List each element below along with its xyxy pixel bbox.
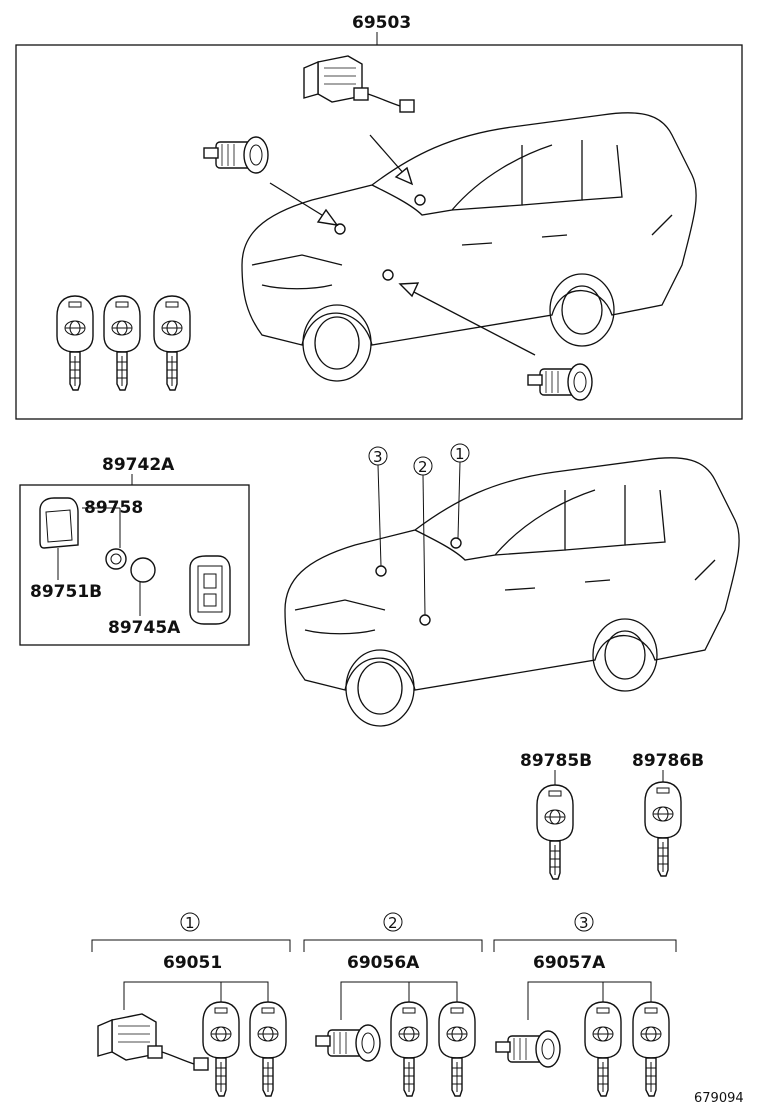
svg-text:1: 1 (455, 445, 465, 463)
remote-key-fob (189, 555, 231, 625)
door-cylinder-top (527, 363, 593, 401)
arrow-door (398, 282, 536, 356)
callout-1-middle: 1 (450, 443, 470, 539)
remote-kit-frame (19, 484, 250, 646)
label-89745A: 89745A (108, 618, 181, 638)
key-89785B (536, 784, 574, 880)
ignition-cylinder-top (203, 136, 269, 174)
door-cylinder-69056A (315, 1024, 381, 1062)
svg-text:1: 1 (185, 914, 195, 932)
arrow-top (369, 134, 414, 186)
diagram-reference-number: 679094 (694, 1091, 744, 1106)
label-89785B: 89785B (520, 751, 592, 771)
ignition-cylinder-69057A (495, 1030, 561, 1068)
arrow-ignition (269, 182, 339, 226)
svg-text:2: 2 (388, 914, 398, 932)
set-1-group: 1 69051 (91, 912, 291, 1097)
svg-text:3: 3 (373, 448, 383, 466)
ignition-switch-69051 (97, 1013, 209, 1071)
ignition-switch-top (303, 55, 415, 113)
suv-middle-illustration (284, 457, 740, 727)
battery-89745A (130, 557, 156, 616)
set-3-group: 3 69057A (493, 912, 677, 1097)
label-89751B: 89751B (30, 582, 102, 602)
label-69503: 69503 (352, 13, 411, 33)
set-2-group: 2 69056A (303, 912, 483, 1097)
svg-text:3: 3 (579, 914, 589, 932)
svg-text:2: 2 (418, 458, 428, 476)
assembly-frame-69503 (15, 44, 743, 420)
label-69056A: 69056A (347, 953, 420, 973)
label-69051: 69051 (163, 953, 222, 973)
label-69057A: 69057A (533, 953, 606, 973)
label-89786B: 89786B (632, 751, 704, 771)
remote-cover-89751B (39, 497, 79, 580)
callout-3-middle: 3 (368, 446, 388, 567)
callout-2-middle: 2 (413, 456, 433, 616)
keys-top (56, 295, 191, 391)
remote-case-89758 (82, 507, 127, 570)
key-89786B (644, 781, 682, 877)
label-89742A: 89742A (102, 455, 175, 475)
suv-top-illustration (241, 112, 697, 382)
